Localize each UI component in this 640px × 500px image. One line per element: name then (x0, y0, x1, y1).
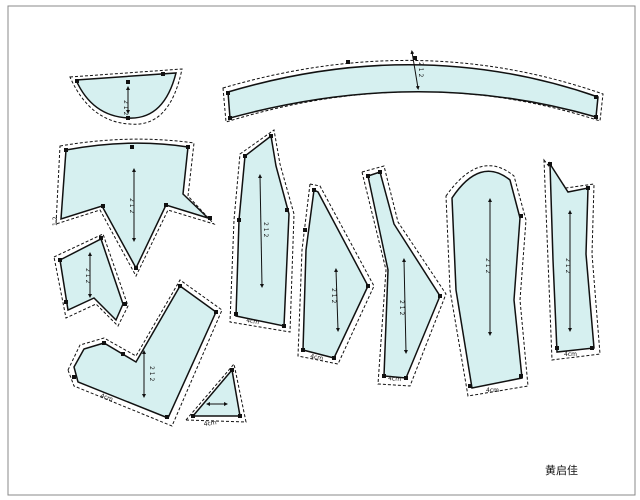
side-front-grain-label: 2 1 2 (84, 268, 91, 283)
back-grain-label: 2 1 2 (128, 198, 135, 213)
sleeve-small-seam-label: 4cm (564, 351, 577, 358)
sheet-frame (7, 5, 636, 496)
side-panel-grain-label: 2 1 2 (330, 288, 337, 303)
pattern-piece-front: 2 1 2 4cm (67, 279, 223, 427)
pattern-piece-sleeve-small: 2 1 2 4cm (543, 158, 601, 361)
pattern-piece-back: 2 1 2 1 2 (52, 138, 216, 278)
pattern-piece-panel: 2 1 2 4cm (361, 165, 447, 387)
collar-grain-label: 2 1 2 (122, 100, 129, 115)
panel-seam-label: 4cm (388, 375, 402, 383)
pattern-piece-side-back: 2 1 2 4cm (229, 129, 295, 333)
pattern-piece-waistband: 2 1 2 (222, 50, 604, 123)
pattern-piece-sleeve-big: 2 1 2 4cm (445, 165, 529, 397)
sleeve-big-grain-label: 2 1 2 (484, 258, 491, 273)
side-back-grain-label: 2 1 2 (262, 222, 269, 237)
author-name: 黄启佳 (545, 463, 578, 477)
sleeve-big-seam-label: 4cm (486, 387, 499, 394)
back-side-label: 1 2 (52, 216, 59, 226)
pattern-piece-side-front: 2 1 2 (53, 233, 129, 327)
front-seam-label: 4cm (99, 392, 114, 403)
side-panel-seam-label: 4cm (310, 353, 324, 362)
pattern-piece-side-panel: 2 1 2 4cm (297, 183, 375, 365)
pocket-seam-label: 4cm (203, 419, 217, 428)
side-back-seam-label: 4cm (246, 317, 260, 326)
front-grain-label: 2 1 2 (148, 366, 155, 381)
pattern-piece-collar: 2 1 2 (69, 68, 183, 125)
sleeve-small-grain-label: 2 1 2 (564, 258, 571, 273)
waistband-grain-label: 2 1 2 (417, 62, 424, 77)
pattern-piece-pocket: 4cm (184, 362, 247, 428)
panel-grain-label: 2 1 2 (398, 300, 405, 315)
